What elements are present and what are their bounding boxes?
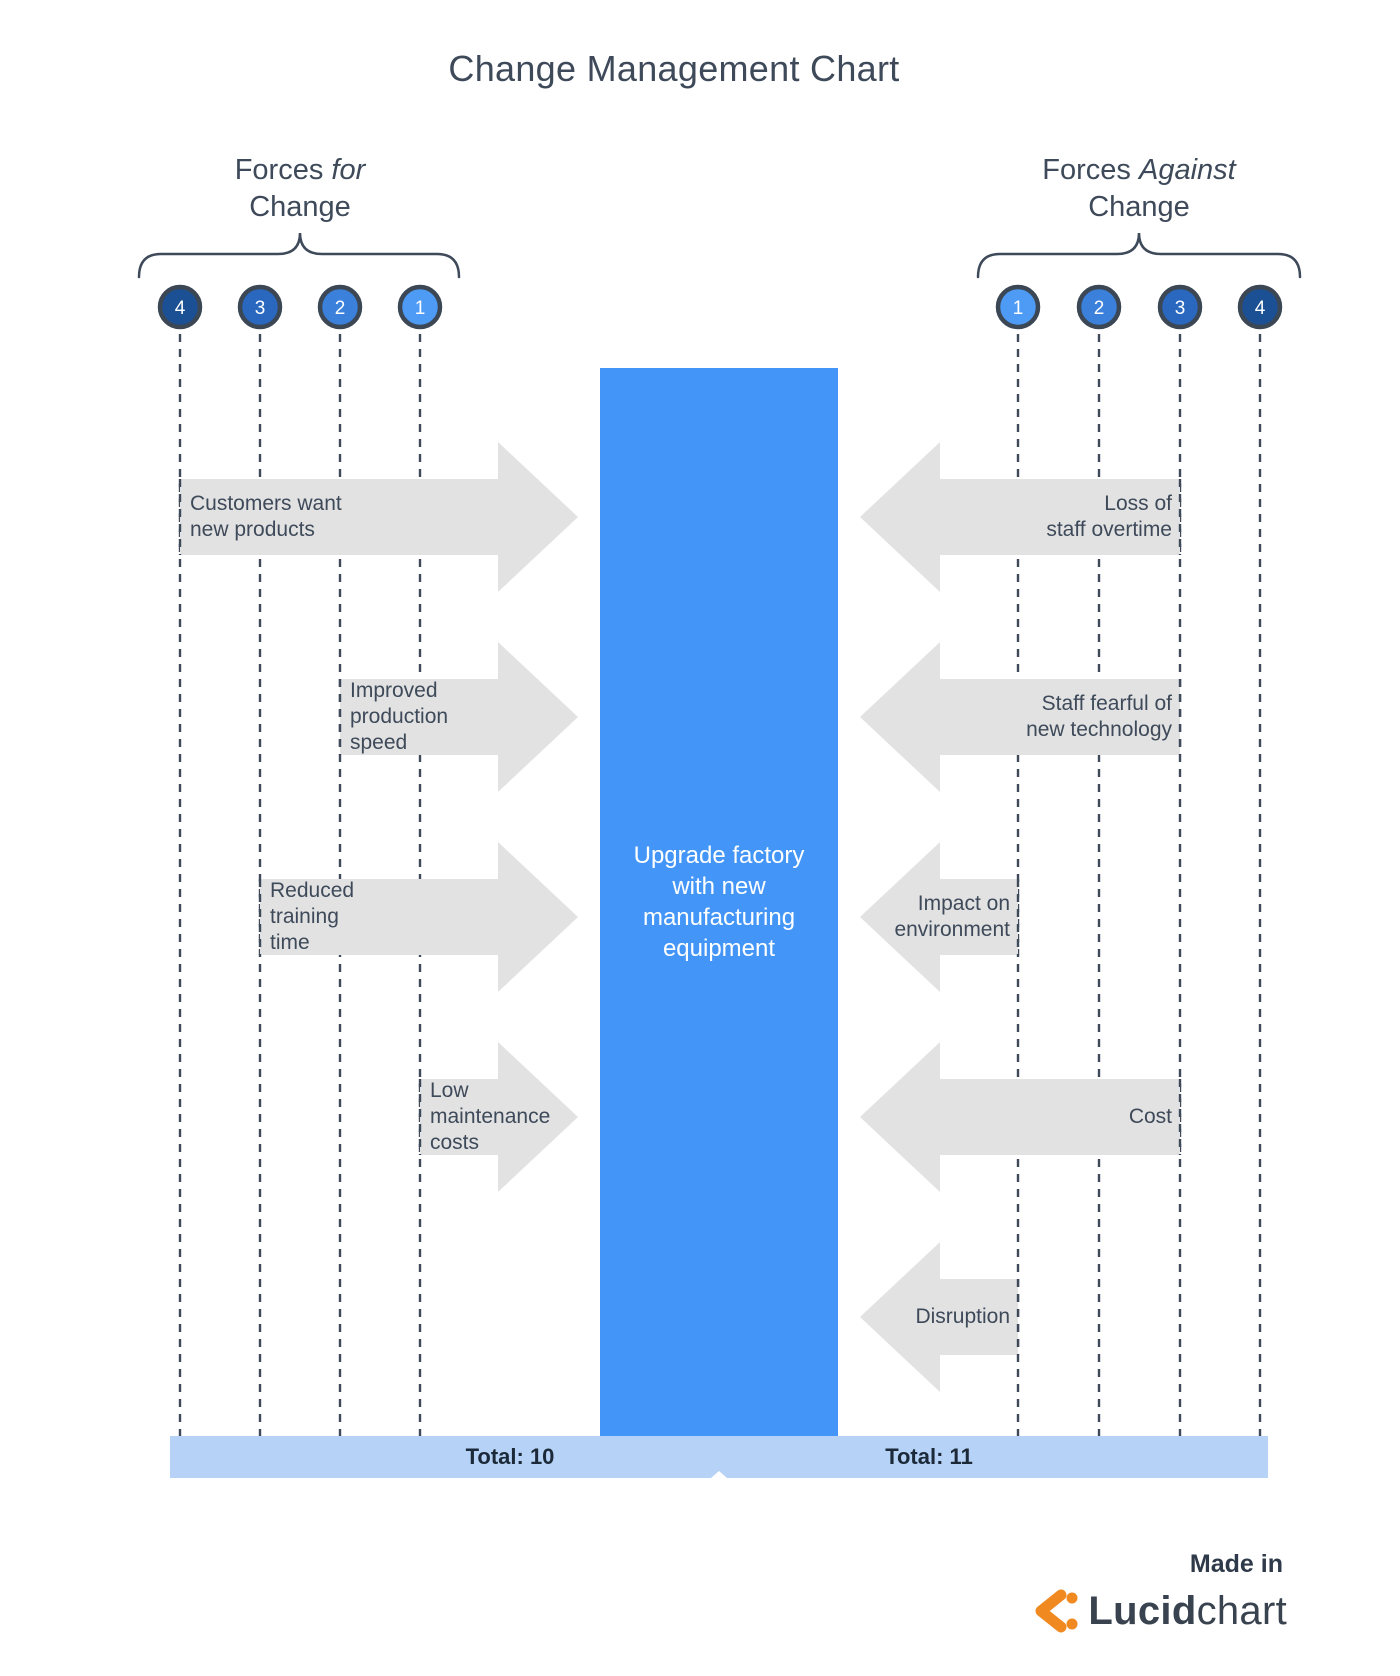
totals-bar-notch xyxy=(711,1471,727,1478)
force-for-arrow xyxy=(260,842,578,992)
scale-circle-2 xyxy=(1076,284,1122,330)
scale-circle-number: 4 xyxy=(175,298,186,319)
brand-light: chart xyxy=(1196,1588,1287,1633)
forces-against-italic: Against xyxy=(1138,154,1236,186)
force-against-arrow xyxy=(860,842,1018,992)
scale-circle-1 xyxy=(995,284,1041,330)
right-brace xyxy=(976,232,1302,279)
brand-bold: Lucid xyxy=(1088,1588,1197,1633)
force-against-arrow xyxy=(860,442,1180,592)
scale-circle-2 xyxy=(317,284,363,330)
force-against-arrow xyxy=(860,642,1180,792)
force-against-label: Loss of staff overtime xyxy=(1046,492,1172,541)
force-arrows xyxy=(178,442,1182,1392)
lucidchart-wordmark: Lucidchart xyxy=(1088,1589,1287,1634)
force-against-label: Staff fearful of new technology xyxy=(1026,692,1172,741)
scale-circle-number: 4 xyxy=(1255,298,1266,319)
forces-against-line2: Change xyxy=(1088,191,1190,223)
lucidchart-logo: Lucidchart xyxy=(1032,1588,1287,1634)
change-goal-text: Upgrade factory with new manufacturing e… xyxy=(633,842,805,962)
scale-circle-4 xyxy=(157,284,203,330)
scale-circle-4 xyxy=(1237,284,1283,330)
force-for-arrow xyxy=(340,642,578,792)
made-in-label: Made in xyxy=(1189,1550,1283,1578)
force-for-label: Low maintenance costs xyxy=(430,1079,551,1154)
force-for-label: Improved production speed xyxy=(350,679,449,754)
force-against-label: Cost xyxy=(1128,1105,1172,1128)
left-brace xyxy=(137,232,461,279)
force-for-arrow xyxy=(180,442,578,592)
scale-circle-number: 3 xyxy=(255,298,266,319)
scale-circle-3 xyxy=(1157,284,1203,330)
forces-for-line2: Change xyxy=(249,191,351,223)
scale-circles: 4 3 2 1 1 2 3 4 xyxy=(157,284,1283,330)
page-title: Change Management Chart xyxy=(448,48,900,89)
forces-against-header: Forces Against Change xyxy=(979,152,1299,226)
forces-for-italic: for xyxy=(331,154,366,186)
scale-circle-1 xyxy=(397,284,443,330)
scale-circle-number: 3 xyxy=(1175,298,1186,319)
force-for-label: Customers want new products xyxy=(190,492,342,541)
force-for-label: Reduced training time xyxy=(270,879,355,954)
scale-circle-number: 1 xyxy=(1013,298,1024,319)
scale-circle-3 xyxy=(237,284,283,330)
scale-circle-number: 1 xyxy=(415,298,426,319)
scale-circle-number: 2 xyxy=(1094,298,1105,319)
force-against-label: Disruption xyxy=(915,1305,1010,1328)
forces-for-header: Forces for Change xyxy=(140,152,460,226)
forces-against-prefix: Forces xyxy=(1042,154,1131,186)
force-for-arrow xyxy=(420,1042,578,1192)
total-against-label: Total: 11 xyxy=(885,1444,973,1469)
force-against-arrow xyxy=(860,1042,1180,1192)
force-against-arrow xyxy=(860,1242,1018,1392)
scale-circle-number: 2 xyxy=(335,298,346,319)
change-goal-box: Upgrade factory with new manufacturing e… xyxy=(600,368,838,1436)
lucidchart-icon xyxy=(1035,1589,1078,1633)
force-against-label: Impact on environment xyxy=(894,892,1010,941)
forces-for-prefix: Forces xyxy=(234,154,324,186)
total-for-label: Total: 10 xyxy=(465,1444,555,1469)
